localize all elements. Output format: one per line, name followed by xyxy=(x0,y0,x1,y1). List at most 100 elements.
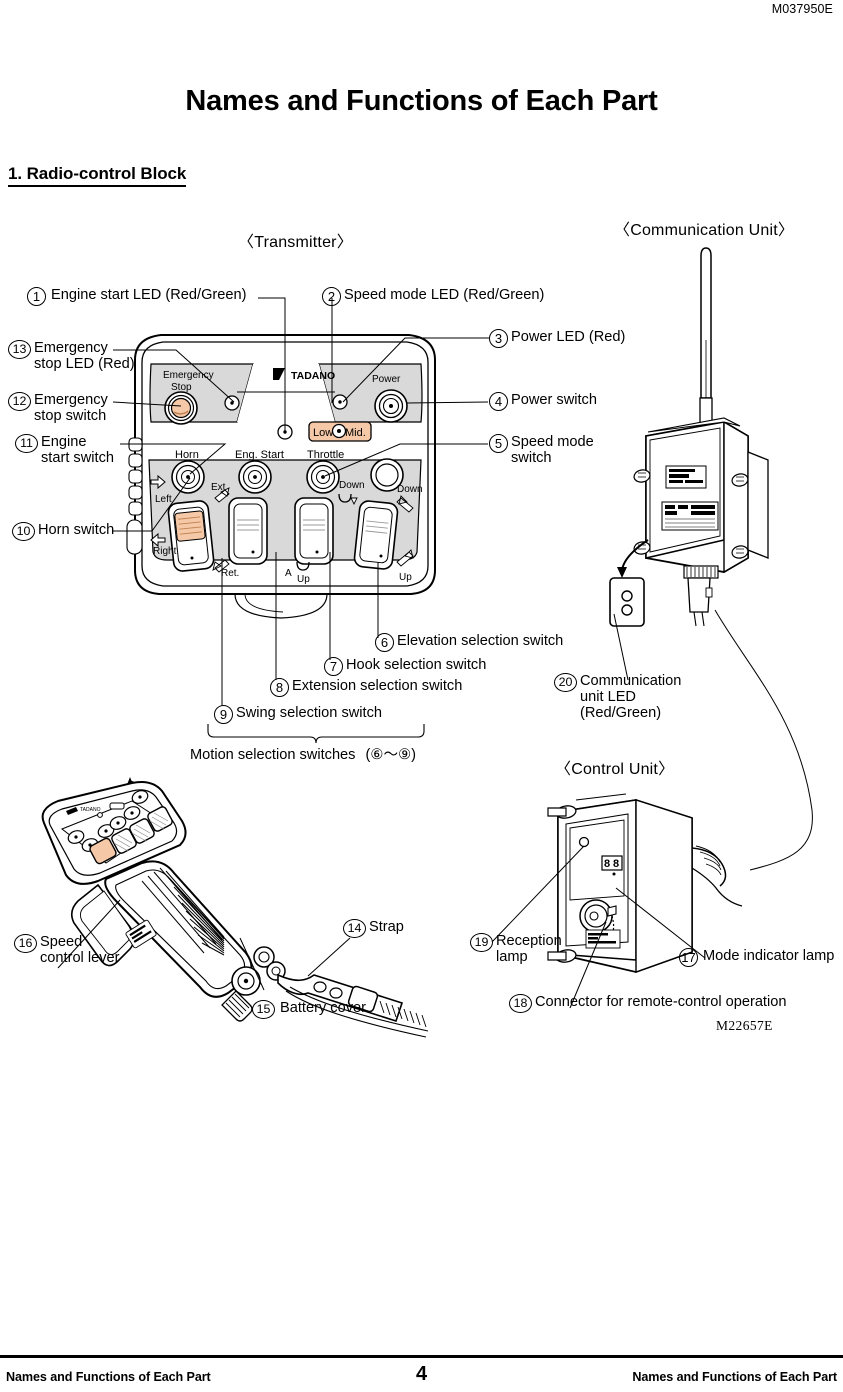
callout-18: 18 Connector for remote-control operatio… xyxy=(509,994,786,1013)
motion-switches-brace xyxy=(207,724,425,744)
callout-number: 14 xyxy=(343,919,366,938)
callout-9: 9 Swing selection switch xyxy=(214,705,382,724)
callout-10: 10 Horn switch xyxy=(12,522,114,541)
callout-8: 8 Extension selection switch xyxy=(270,678,462,697)
callout-label-line2: stop switch xyxy=(34,408,107,425)
callout-label-line1: Speed mode xyxy=(511,434,594,450)
motion-switches-label: Motion selection switches xyxy=(190,747,356,763)
callout-number: 18 xyxy=(509,994,532,1013)
callout-label: Connector for remote-control operation xyxy=(535,994,787,1010)
page-number: 4 xyxy=(415,1363,428,1385)
svg-text:Emergency: Emergency xyxy=(163,370,214,381)
callout-15: 15 Battery cover xyxy=(252,1000,366,1019)
callout-number: 6 xyxy=(375,633,394,652)
callout-number: 17 xyxy=(679,948,698,967)
svg-text:8: 8 xyxy=(604,858,610,870)
callout-label-line2: switch xyxy=(511,450,552,467)
transmitter-leader-lines xyxy=(112,297,489,705)
callout-label-line2: unit LED xyxy=(580,689,636,706)
callout-label-line1: Emergency xyxy=(34,392,108,408)
svg-text:Up: Up xyxy=(297,574,310,585)
callout-number: 13 xyxy=(8,340,31,359)
callout-6: 6 Elevation selection switch xyxy=(375,633,563,652)
callout-number: 5 xyxy=(489,434,508,453)
motion-switches-caption: Motion selection switches (⑥～⑨) xyxy=(190,743,416,764)
svg-text:Ext.: Ext. xyxy=(211,482,228,493)
callout-number: 10 xyxy=(12,522,35,541)
drawing-code: M22657E xyxy=(716,1018,773,1033)
callout-label-line1: Engine xyxy=(41,434,87,450)
callout-label: Speed mode LED (Red/Green) xyxy=(344,287,545,303)
callout-label-line1: Reception xyxy=(496,933,562,949)
callout-7: 7 Hook selection switch xyxy=(324,657,486,676)
control-unit-illustration: 8 8 xyxy=(547,793,743,973)
callout-number: 19 xyxy=(470,933,493,952)
footer-rule xyxy=(0,1355,843,1358)
page-title: Names and Functions of Each Part xyxy=(185,85,658,117)
callout-label: Engine start LED (Red/Green) xyxy=(51,287,247,303)
callout-number: 3 xyxy=(489,329,508,348)
callout-number: 20 xyxy=(554,673,577,692)
callout-label: Hook selection switch xyxy=(346,657,487,673)
callout-16: 16 Speed control lever xyxy=(14,934,120,966)
svg-text:Throttle: Throttle xyxy=(307,449,344,461)
svg-text:8: 8 xyxy=(613,858,619,870)
callout-label: Strap xyxy=(369,919,404,935)
callout-label-line1: Emergency xyxy=(34,340,108,356)
callout-1: 1 Engine start LED (Red/Green) xyxy=(27,287,246,306)
callout-label: Mode indicator lamp xyxy=(703,948,835,964)
callout-11: 11 Engine start switch xyxy=(15,434,114,466)
svg-text:Horn: Horn xyxy=(175,449,199,461)
transmitter-grip-illustration: TADANO xyxy=(41,777,429,1038)
callout-number: 4 xyxy=(489,392,508,411)
communication-unit-illustration xyxy=(609,247,769,627)
transmitter-illustration: TADANO Emergency Stop Power Low Mid. xyxy=(126,334,436,619)
callout-number: 11 xyxy=(15,434,38,453)
callout-number: 9 xyxy=(214,705,233,724)
callout-label: Power LED (Red) xyxy=(511,329,626,345)
callout-label-line2: lamp xyxy=(496,949,528,966)
callout-label-line1: Speed xyxy=(40,934,83,950)
svg-text:Down: Down xyxy=(339,480,365,491)
callout-number: 8 xyxy=(270,678,289,697)
callout-12: 12 Emergency stop switch xyxy=(8,392,108,424)
callout-number: 7 xyxy=(324,657,343,676)
callout-label-line2: start switch xyxy=(41,450,114,467)
callout-3: 3 Power LED (Red) xyxy=(489,329,625,348)
footer-left-text: Names and Functions of Each Part xyxy=(6,1370,211,1384)
svg-text:TADANO: TADANO xyxy=(80,807,101,813)
callout-20: 20 Communication unit LED (Red/Green) xyxy=(554,673,681,722)
svg-text:Mid.: Mid. xyxy=(345,427,366,439)
svg-text:Eng. Start: Eng. Start xyxy=(235,449,284,461)
svg-text:Stop: Stop xyxy=(171,382,192,393)
svg-text:Ret.: Ret. xyxy=(221,568,239,579)
callout-label-line3: (Red/Green) xyxy=(580,705,662,722)
callout-19: 19 Reception lamp xyxy=(470,933,562,965)
group-title-control-unit: 〈Control Unit〉 xyxy=(555,761,675,778)
svg-text:A: A xyxy=(285,568,292,579)
callout-label: Horn switch xyxy=(38,522,115,538)
callout-number: 1 xyxy=(27,287,46,306)
callout-label-line2: control lever xyxy=(40,950,120,967)
control-unit-leader-lines xyxy=(491,845,706,1009)
callout-14: 14 Strap xyxy=(343,919,404,938)
motion-switches-range: (⑥～⑨) xyxy=(365,747,417,763)
grip-view-leader-lines xyxy=(57,899,351,991)
callout-number: 12 xyxy=(8,392,31,411)
callout-4: 4 Power switch xyxy=(489,392,597,411)
callout-label: Elevation selection switch xyxy=(397,633,564,649)
group-title-transmitter: 〈Transmitter〉 xyxy=(238,234,353,251)
callout-13: 13 Emergency stop LED (Red) xyxy=(8,340,135,372)
callout-number: 16 xyxy=(14,934,37,953)
callout-2: 2 Speed mode LED (Red/Green) xyxy=(322,287,544,306)
group-title-communication-unit: 〈Communication Unit〉 xyxy=(614,222,795,239)
svg-text:Left: Left xyxy=(155,494,172,505)
callout-label: Swing selection switch xyxy=(236,705,383,721)
callout-number: 2 xyxy=(322,287,341,306)
callout-label-line1: Communication xyxy=(580,673,682,689)
svg-text:Right: Right xyxy=(153,546,177,557)
section-heading: 1. Radio-control Block xyxy=(8,164,186,187)
svg-text:Low: Low xyxy=(313,427,333,439)
callout-label: Extension selection switch xyxy=(292,678,463,694)
